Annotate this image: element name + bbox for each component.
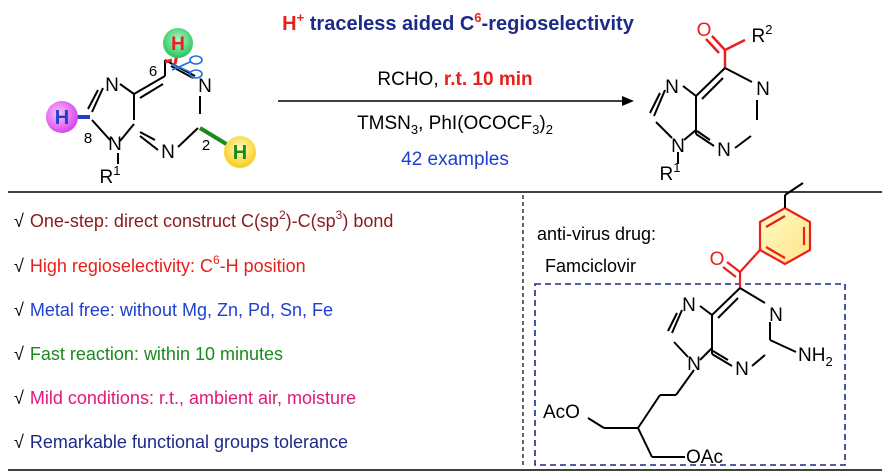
drug-label-1: anti-virus drug: — [537, 224, 656, 244]
drug-n1: N — [769, 305, 783, 326]
prod-n7: N — [665, 77, 679, 98]
bond-c2-h — [198, 126, 230, 147]
sub-n3: N — [161, 142, 175, 163]
drug-carbonyl — [722, 249, 761, 288]
arrow-head — [622, 96, 634, 106]
title-plus: + — [297, 10, 305, 25]
prod-r2: R2 — [752, 22, 773, 47]
prod-n3: N — [717, 140, 731, 161]
position-2: 2 — [202, 137, 210, 154]
prod-o: O — [697, 20, 712, 41]
prod-n9: N — [671, 136, 685, 157]
prod-r1: R1 — [660, 160, 681, 185]
drug-n3: N — [735, 359, 749, 380]
h-right-sphere — [224, 136, 256, 168]
sub-n9: N — [108, 134, 122, 155]
position-6: 6 — [149, 63, 157, 80]
feature-mild: √Mild conditions: r.t., ambient air, moi… — [14, 388, 356, 408]
drug-oac: OAc — [686, 447, 723, 468]
title-h: H — [282, 13, 296, 35]
title-mid: traceless aided C — [304, 13, 474, 35]
h-left-label: H — [55, 107, 69, 129]
drug-n7: N — [682, 295, 696, 316]
feature-fast: √Fast reaction: within 10 minutes — [14, 344, 283, 364]
feature-one-step: √One-step: direct construct C(sp2)-C(sp3… — [14, 208, 393, 231]
position-8: 8 — [84, 130, 92, 147]
scissors-icon — [171, 55, 203, 79]
sub-n7: N — [105, 75, 119, 96]
h-top-sphere — [163, 28, 193, 58]
drug-n9: N — [687, 354, 701, 375]
drug-o: O — [710, 249, 725, 270]
drug-label-2: Famciclovir — [545, 256, 636, 276]
feature-tolerance: √Remarkable functional groups tolerance — [14, 432, 348, 452]
examples-count: 42 examples — [401, 149, 509, 170]
drug-nh2: NH2 — [798, 345, 833, 369]
substrate-purine — [87, 59, 201, 151]
feature-list: √One-step: direct construct C(sp2)-C(sp3… — [14, 208, 393, 452]
title-end: -regioselectivity — [482, 13, 635, 35]
feature-metal-free: √Metal free: without Mg, Zn, Pd, Sn, Fe — [14, 300, 333, 320]
h-left-sphere — [46, 101, 78, 133]
title-sup6: 6 — [474, 10, 481, 25]
sub-n1: N — [198, 76, 212, 97]
drug-aco: AcO — [543, 402, 580, 423]
feature-regioselectivity: √High regioselectivity: C6-H position — [14, 253, 306, 276]
sub-r1: R1 — [100, 163, 121, 188]
bond-c6-h — [164, 58, 173, 64]
condition-line-1: RCHO, r.t. 10 min — [377, 69, 532, 90]
prod-n1: N — [756, 79, 770, 100]
famciclovir-core-box — [534, 283, 846, 466]
condition-line-2: TMSN3, PhI(OCOCF3)2 — [357, 113, 553, 137]
h-top-label: H — [171, 34, 185, 55]
product-purine — [649, 35, 758, 164]
tolyl-ring — [758, 182, 812, 266]
drug-purine — [587, 287, 797, 458]
reaction-title: H+ traceless aided C6-regioselectivity — [282, 10, 635, 35]
h-right-label: H — [233, 142, 247, 164]
